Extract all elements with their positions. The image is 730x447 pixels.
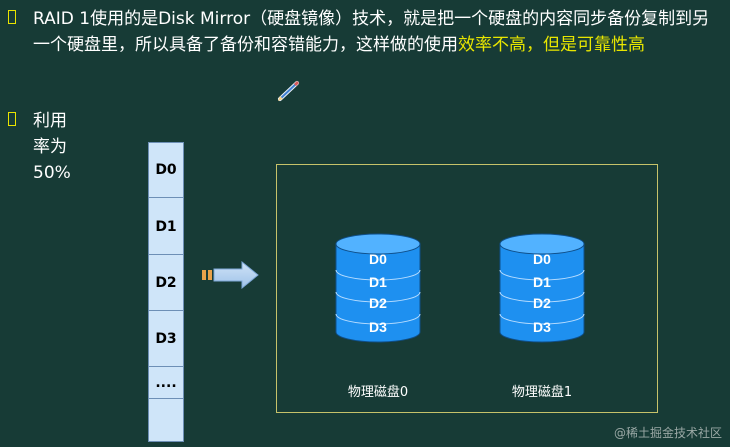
right-arrow-icon [202,261,259,289]
mirror-group-box [276,164,658,413]
disk-0-label: 物理磁盘0 [347,385,409,400]
disk-0-block-d0: D0 [369,251,387,267]
physical-disk-0: D0 D1 D2 D3 [335,233,421,343]
disk-1-block-d2: D2 [533,295,551,311]
disk-1-block-d3: D3 [533,319,551,335]
stripe-block-d3: D3 [149,312,183,367]
bullet-text-2: 利用率为50% [33,111,71,183]
bullet-marker [8,112,16,126]
physical-disk-1: D0 D1 D2 D3 [499,233,585,343]
stripe-block-d0: D0 [149,143,183,198]
disk-1-label: 物理磁盘1 [511,385,573,400]
disk-1-block-d1: D1 [533,274,551,290]
bullet-1-highlight-text: 效率不高，但是可靠性高 [458,35,645,55]
stripe-block-d1: D1 [149,200,183,255]
watermark: @稀土掘金技术社区 [613,426,722,440]
logical-disk-stripe: D0 D1 D2 D3 .... [148,142,184,442]
disk-1-block-d0: D0 [533,251,551,267]
bullet-1-main-text: RAID 1使用的是Disk Mirror（硬盘镜像）技术，就是把一个硬盘的内容… [33,9,710,55]
bullet-marker [8,10,16,24]
pencil-icon [278,80,300,101]
bullet-text-1: RAID 1使用的是Disk Mirror（硬盘镜像）技术，就是把一个硬盘的内容… [33,6,723,58]
disk-0-block-d2: D2 [369,295,387,311]
disk-0-block-d1: D1 [369,274,387,290]
stripe-block-d2: D2 [149,256,183,311]
stripe-block-more: .... [149,368,183,399]
disk-0-block-d3: D3 [369,319,387,335]
